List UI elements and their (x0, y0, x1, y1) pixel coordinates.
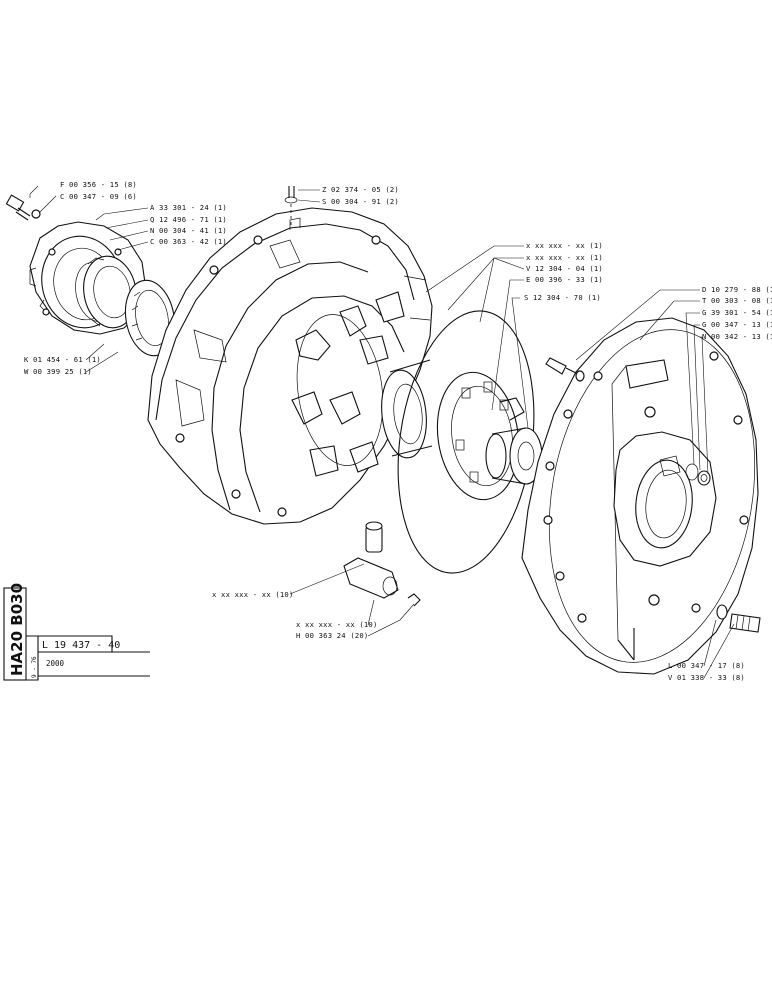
label-bottom-center-1: x xx xxx - xx (10) (212, 590, 294, 599)
label-top-left-b: C 00 347 - 09 (6) (60, 192, 137, 201)
right-top-bolt (545, 357, 585, 382)
label-right-3: G 39 301 - 54 (1 (702, 308, 772, 317)
label-top-center-1: Z 02 374 - 05 (2) (322, 185, 399, 194)
pin-parts (343, 521, 421, 607)
label-center-4: E 00 396 - 33 (1) (526, 275, 603, 284)
label-bottom-right-2: V 01 338 - 33 (8) (668, 673, 745, 682)
left-bearing (124, 279, 176, 357)
label-right-2: T 00 303 - 08 (1) (702, 296, 772, 305)
label-top-left-a: F 00 356 - 15 (8) (60, 180, 137, 189)
label-center-5: S 12 304 - 70 (1) (524, 293, 601, 302)
label-top-center-2: S 00 304 - 91 (2) (322, 197, 399, 206)
title-model: 2000 (46, 659, 65, 668)
main-housing (147, 207, 433, 525)
part-labels: F 00 356 - 15 (8) C 00 347 - 09 (6) A 33… (24, 180, 772, 682)
right-bottom-bolt (716, 604, 761, 633)
right-cover-plate (521, 317, 759, 675)
title-part-number: L 19 437 - 40 (42, 640, 120, 651)
title-code: HA20 B030 (8, 583, 26, 676)
label-left-3: N 00 304 - 41 (1) (150, 226, 227, 235)
label-left-bottom-1: K 01 454 - 61 (1) (24, 355, 101, 364)
label-left-1: A 33 301 - 24 (1) (150, 203, 227, 212)
center-shaft-hub (485, 427, 543, 485)
label-center-2: x xx xxx - xx (1) (526, 253, 603, 262)
label-left-4: C 00 363 - 42 (1) (150, 237, 227, 246)
label-left-bottom-2: W 00 399 25 (1) (24, 367, 92, 376)
label-bottom-center-3: H 00 363 24 (20) (296, 631, 368, 640)
label-bottom-center-2: x xx xxx - xx (10) (296, 620, 378, 629)
leader-lines (29, 185, 735, 679)
clutch-spring-pack (436, 371, 525, 501)
label-left-2: Q 12 496 - 71 (1) (150, 215, 227, 224)
label-right-5: N 00 342 - 13 (1 (702, 332, 772, 341)
title-block: HA20 B030 9 - 76 L 19 437 - 40 2000 (3, 583, 150, 681)
label-right-1: D 10 279 - 88 (1) (702, 285, 772, 294)
right-small-plug (685, 463, 711, 486)
title-date: 9 - 76 (31, 656, 38, 678)
left-bolt (5, 194, 41, 221)
label-bottom-right-1: L 00 347 - 17 (8) (668, 661, 745, 670)
clutch-dogs (291, 291, 405, 477)
label-right-4: G 00 347 - 13 (1 (702, 320, 772, 329)
label-center-3: V 12 304 - 04 (1) (526, 264, 603, 273)
label-center-1: x xx xxx - xx (1) (526, 241, 603, 250)
title-code-box (3, 587, 27, 681)
top-center-pin (284, 186, 298, 228)
